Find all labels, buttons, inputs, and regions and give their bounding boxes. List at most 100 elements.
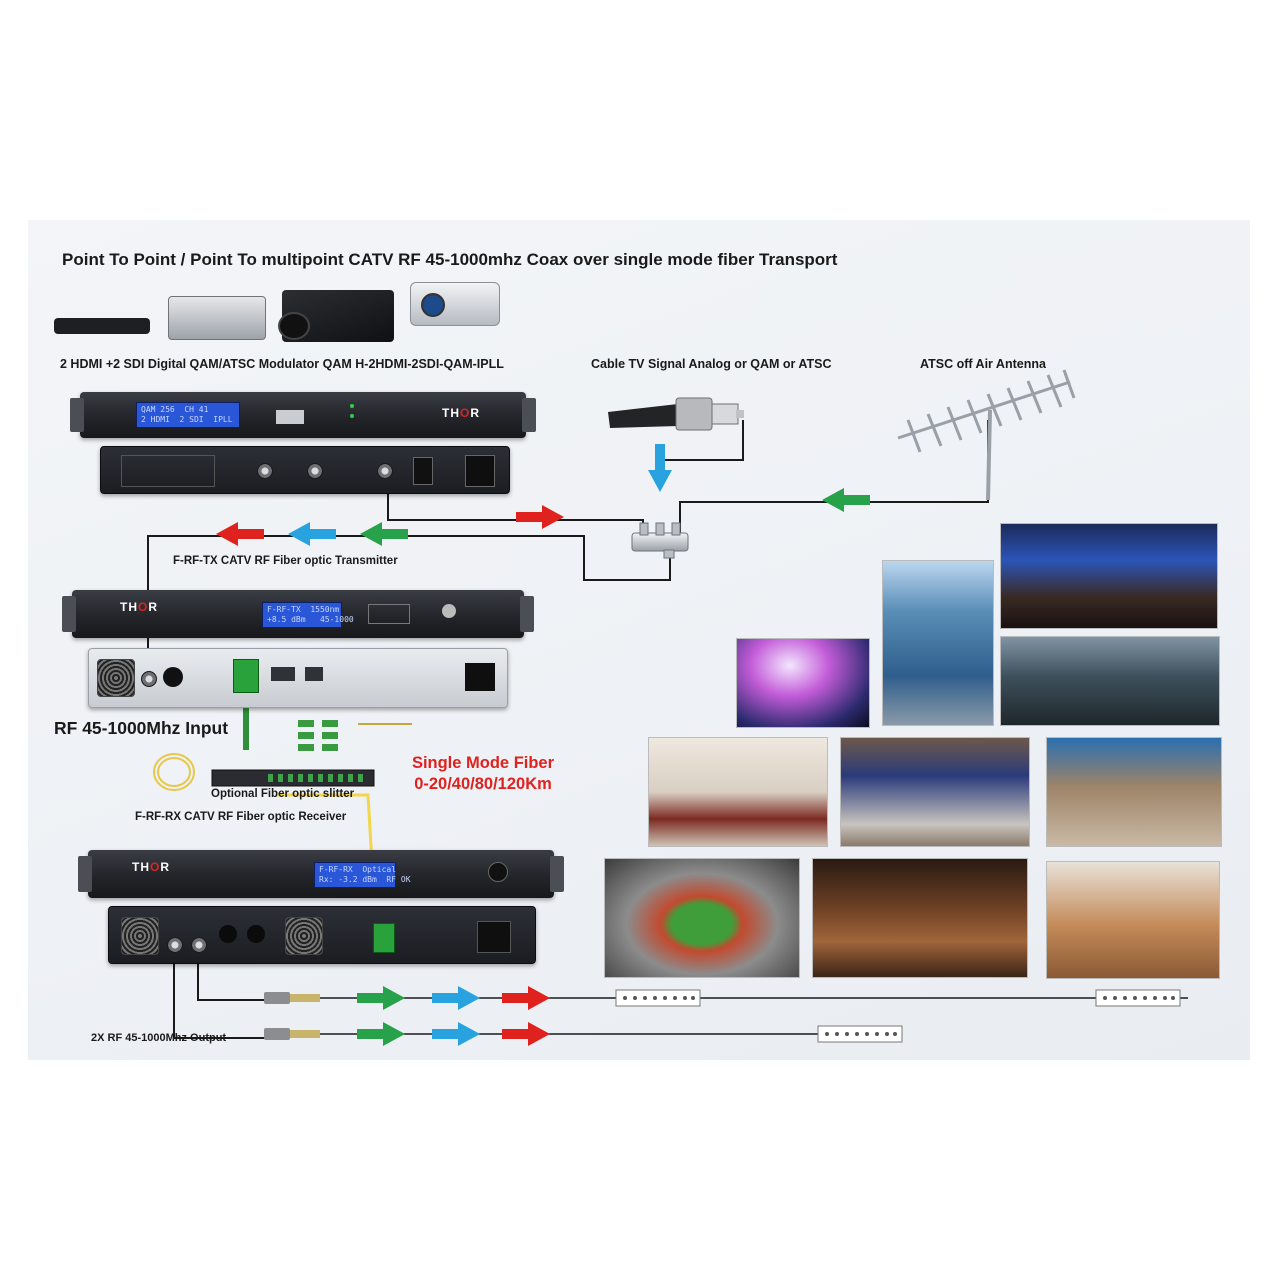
camera-lens-icon bbox=[421, 293, 445, 317]
sports-bar-photo bbox=[812, 858, 1028, 978]
office-building-photo bbox=[882, 560, 994, 726]
ethernet-port bbox=[305, 667, 323, 681]
yagi-antenna-icon bbox=[897, 369, 1076, 501]
diagram-title: Point To Point / Point To multipoint CAT… bbox=[62, 250, 838, 269]
arrow-right-icon bbox=[432, 986, 480, 1010]
transmitter-front-panel: THOR F-RF-TX 1550nm +8.5 dBm 45-1000 bbox=[62, 590, 534, 638]
output-wire bbox=[173, 962, 268, 1039]
arrow-right-icon bbox=[648, 444, 672, 492]
diagram-stage: Point To Point / Point To multipoint CAT… bbox=[28, 220, 1250, 1060]
rf-output-port bbox=[167, 937, 183, 953]
modulator-lcd: QAM 256 CH 41 2 HDMI 2 SDI IPLL bbox=[136, 402, 240, 428]
power-socket bbox=[477, 921, 511, 953]
thor-logo: THOR bbox=[132, 860, 171, 874]
fan-icon bbox=[285, 917, 323, 955]
modulator-label: 2 HDMI +2 SDI Digital QAM/ATSC Modulator… bbox=[60, 357, 504, 371]
arrow-right-icon bbox=[360, 522, 408, 546]
fan-icon bbox=[121, 917, 159, 955]
fiber-coil-icon bbox=[153, 753, 195, 791]
f-connector bbox=[264, 992, 320, 1004]
control-room-photo bbox=[1000, 636, 1220, 726]
arrow-right-icon bbox=[357, 1022, 405, 1046]
keypad bbox=[368, 604, 410, 624]
power-port bbox=[247, 925, 265, 943]
rack-ear bbox=[550, 856, 564, 892]
classroom-photo bbox=[1046, 861, 1220, 979]
power-port bbox=[219, 925, 237, 943]
concert-venue-photo bbox=[736, 638, 870, 728]
rack-ear bbox=[520, 596, 534, 632]
rf-input-port bbox=[141, 671, 157, 687]
key-lock bbox=[442, 604, 456, 618]
sdi-port bbox=[307, 463, 323, 479]
modulator-rear-panel bbox=[100, 446, 510, 494]
thor-logo: THOR bbox=[442, 406, 481, 420]
output-wire bbox=[197, 962, 268, 1001]
transmitter-rear-panel bbox=[88, 648, 508, 708]
transmitter-label: F-RF-TX CATV RF Fiber optic Transmitter bbox=[173, 555, 398, 567]
tap-outlet-strip bbox=[817, 1025, 903, 1043]
power-switch bbox=[413, 457, 433, 485]
coax-wire bbox=[679, 420, 989, 538]
ethernet-port bbox=[276, 410, 304, 424]
rack-ear bbox=[522, 398, 536, 432]
power-port bbox=[163, 667, 183, 687]
coax-tap-icon bbox=[631, 522, 689, 559]
receiver-rear-panel bbox=[108, 906, 536, 964]
splitter-label: Optional Fiber optic slitter bbox=[211, 788, 355, 800]
fiber-connectors bbox=[298, 720, 412, 751]
f-connector bbox=[264, 1028, 320, 1040]
optical-splitter-device bbox=[211, 769, 375, 787]
key-lock bbox=[488, 862, 508, 882]
antenna-label: ATSC off Air Antenna bbox=[920, 357, 1046, 371]
rack-ear bbox=[62, 596, 76, 632]
rf-input-label: RF 45-1000Mhz Input bbox=[54, 718, 229, 738]
arrow-right-icon bbox=[502, 1022, 550, 1046]
power-socket bbox=[465, 663, 495, 691]
hotel-room-photo bbox=[648, 737, 828, 847]
tv-store-photo bbox=[840, 737, 1030, 847]
status-led bbox=[350, 414, 354, 418]
encoder-device bbox=[54, 318, 150, 334]
power-socket bbox=[465, 455, 495, 487]
sc-optical-port bbox=[373, 923, 395, 953]
db9-port bbox=[271, 667, 295, 681]
fan-icon bbox=[97, 659, 135, 697]
sdi-port bbox=[257, 463, 273, 479]
cable-tv-label: Cable TV Signal Analog or QAM or ATSC bbox=[591, 357, 832, 371]
single-mode-line1: Single Mode Fiber bbox=[411, 754, 555, 772]
coax-cable-connector bbox=[608, 397, 744, 431]
airport-terminal-photo bbox=[1046, 737, 1222, 847]
arrow-right-icon bbox=[288, 522, 336, 546]
receiver-lcd: F-RF-RX Optical Rx: -3.2 dBm RF OK bbox=[314, 862, 411, 888]
thor-logo: THOR bbox=[120, 600, 159, 614]
single-mode-fiber-label: Single Mode Fiber 0-20/40/80/120Km bbox=[398, 753, 568, 795]
arrow-right-icon bbox=[502, 986, 550, 1010]
status-led bbox=[350, 404, 354, 408]
church-venue-photo bbox=[1000, 523, 1218, 629]
transmitter-lcd: F-RF-TX 1550nm +8.5 dBm 45-1000 bbox=[262, 602, 354, 628]
arrow-right-icon bbox=[357, 986, 405, 1010]
arrow-right-icon bbox=[516, 505, 564, 529]
modulator-front-panel: QAM 256 CH 41 2 HDMI 2 SDI IPLL THOR bbox=[70, 392, 536, 438]
hdmi-port-block bbox=[121, 455, 215, 487]
security-camera-device bbox=[410, 282, 500, 326]
rf-output-port bbox=[191, 937, 207, 953]
sc-optical-port bbox=[233, 659, 259, 693]
receiver-label: F-RF-RX CATV RF Fiber optic Receiver bbox=[135, 811, 347, 823]
arrow-right-icon bbox=[432, 1022, 480, 1046]
rf-out-port bbox=[377, 463, 393, 479]
receiver-front-panel: THOR F-RF-RX Optical Rx: -3.2 dBm RF OK bbox=[78, 850, 564, 898]
rack-ear bbox=[70, 398, 84, 432]
output-label: 2X RF 45-1000Mhz Output bbox=[91, 1032, 227, 1044]
single-mode-line2: 0-20/40/80/120Km bbox=[414, 775, 552, 793]
tap-outlet-strip bbox=[615, 989, 701, 1007]
set-top-box-device bbox=[168, 296, 266, 340]
camera-lens-icon bbox=[278, 312, 310, 340]
arrow-right-icon bbox=[216, 522, 264, 546]
broadcast-camera-device bbox=[278, 290, 394, 342]
stadium-photo bbox=[604, 858, 800, 978]
rack-ear bbox=[78, 856, 92, 892]
connection-wires bbox=[147, 369, 1188, 1046]
tap-outlet-strip bbox=[1095, 989, 1181, 1007]
